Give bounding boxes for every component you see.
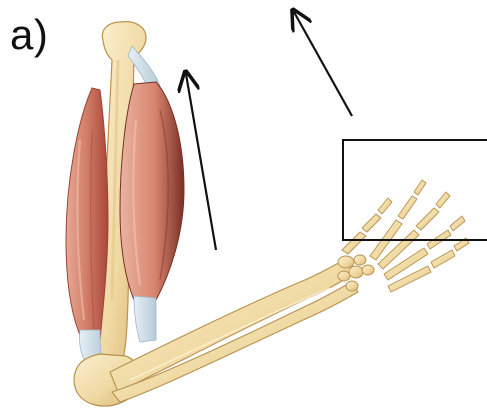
panel-label: a) xyxy=(10,14,48,56)
hand-force-arrow xyxy=(294,12,352,116)
wrist-carpals xyxy=(338,255,374,291)
biceps-lower-tendon xyxy=(134,296,156,342)
triceps-muscle xyxy=(66,88,108,340)
biceps-muscle xyxy=(120,82,184,300)
biceps-force-arrow xyxy=(186,74,216,250)
